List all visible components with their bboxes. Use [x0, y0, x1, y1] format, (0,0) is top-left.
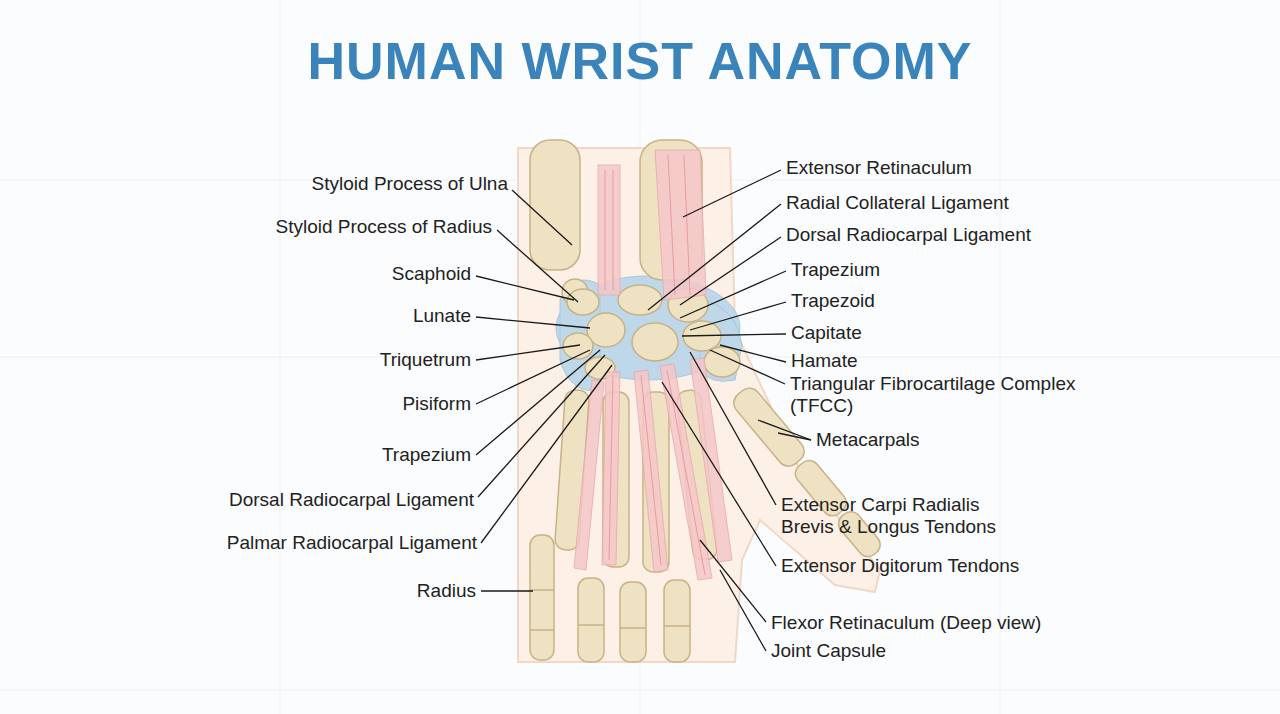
part-label: Trapezium	[382, 444, 471, 466]
part-label: Lunate	[413, 305, 471, 327]
leader-lines	[476, 170, 811, 651]
diagram-title: HUMAN WRIST ANATOMY	[0, 30, 1280, 92]
part-label: Dorsal Radiocarpal Ligament	[786, 224, 1031, 246]
part-label: Extensor Carpi Radialis Brevis & Longus …	[781, 494, 1026, 538]
joint-lines	[530, 590, 690, 630]
part-label: Palmar Radiocarpal Ligament	[227, 532, 477, 554]
part-label: Trapezium	[791, 259, 880, 281]
part-label: Metacarpals	[816, 429, 920, 451]
tendons	[574, 150, 732, 580]
ligaments	[556, 276, 742, 391]
part-label: Joint Capsule	[771, 640, 886, 662]
part-label: Dorsal Radiocarpal Ligament	[229, 489, 474, 511]
part-label: Styloid Process of Radius	[276, 216, 493, 238]
tendon-fibres	[605, 155, 705, 575]
part-label: Capitate	[791, 322, 862, 344]
part-label: Hamate	[791, 350, 858, 372]
part-label: Extensor Retinaculum	[786, 157, 972, 179]
part-label: Triquetrum	[380, 349, 471, 371]
part-label: Triangular Fibrocartilage Complex (TFCC)	[790, 373, 1120, 417]
part-label: Pisiform	[402, 393, 471, 415]
part-label: Flexor Retinaculum (Deep view)	[771, 612, 1041, 634]
part-label: Extensor Digitorum Tendons	[781, 555, 1019, 577]
part-label: Trapezoid	[791, 290, 875, 312]
part-label: Radius	[417, 580, 476, 602]
part-label: Scaphoid	[392, 263, 471, 285]
part-label: Styloid Process of Ulna	[312, 173, 508, 195]
part-label: Radial Collateral Ligament	[786, 192, 1009, 214]
